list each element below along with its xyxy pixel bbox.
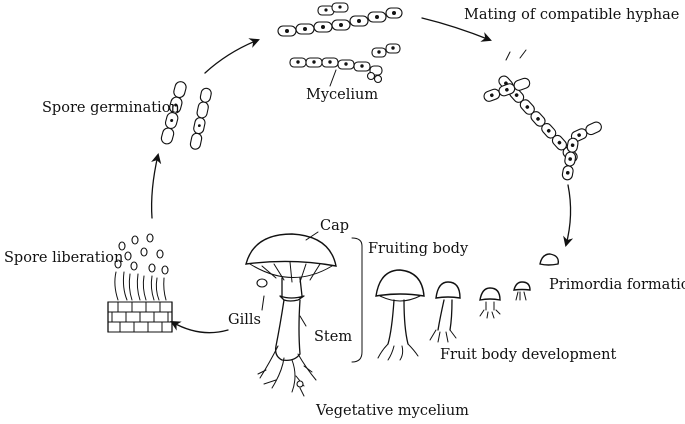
label-fruiting-body: Fruiting body — [368, 241, 469, 257]
fruiting-body-bracket — [351, 237, 363, 363]
arrow-liberation-to-germination — [150, 152, 162, 219]
arrow-germination-to-mycelium — [204, 38, 260, 74]
mature-mushroom-illustration — [245, 231, 337, 397]
label-cap: Cap — [320, 218, 350, 234]
label-stem: Stem — [314, 329, 353, 345]
label-fruit-body-development: Fruit body development — [440, 347, 617, 363]
mating-hyphae-illustration — [483, 49, 602, 181]
arrow-mating-to-primordia — [563, 184, 574, 248]
label-spore-germination: Spore germination — [42, 100, 180, 116]
label-gills: Gills — [228, 312, 261, 328]
fruit-body-development-illustration — [375, 253, 560, 361]
arrow-gills-to-spores — [170, 320, 229, 334]
label-mating: Mating of compatible hyphae — [464, 7, 680, 23]
arrow-mycelium-to-mating — [421, 17, 492, 42]
spore-liberation-illustration — [107, 233, 173, 333]
label-vegetative-mycelium: Vegetative mycelium — [316, 403, 469, 419]
label-spore-liberation: Spore liberation — [4, 250, 124, 266]
mycelium-illustration — [277, 2, 403, 87]
label-mycelium: Mycelium — [306, 87, 379, 103]
label-primordia-formation: Primordia formation — [549, 277, 685, 293]
germinating-spores-illustration — [160, 81, 212, 150]
